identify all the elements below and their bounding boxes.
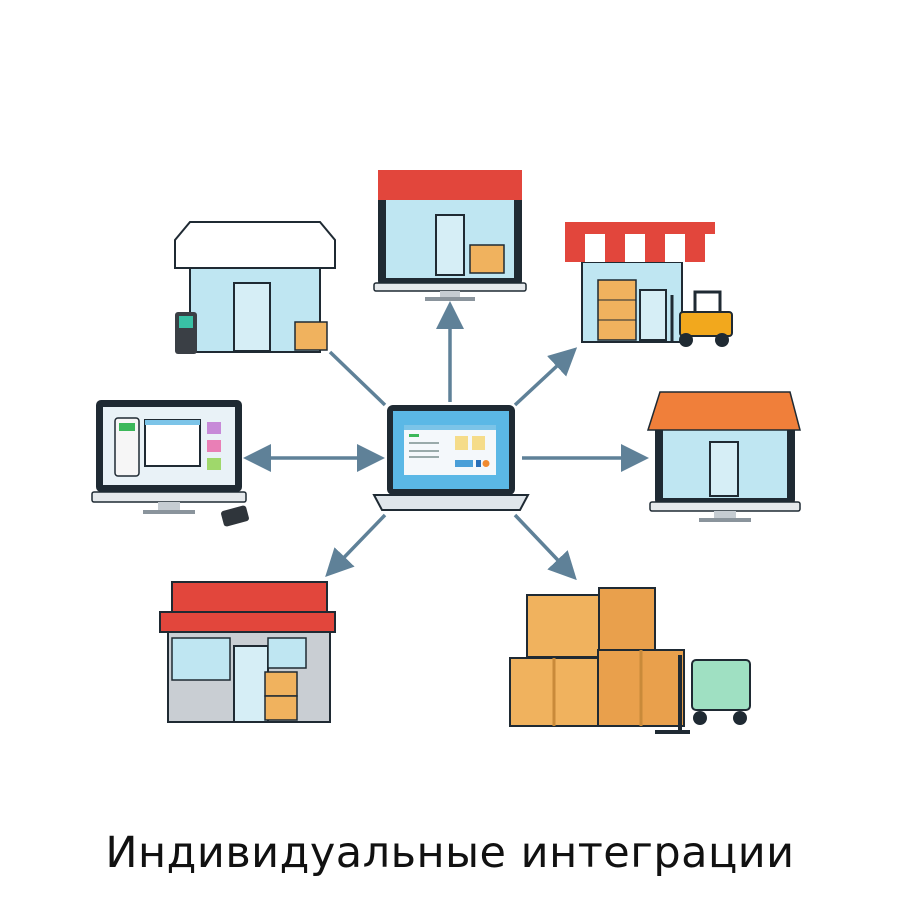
connection-arrows — [243, 301, 649, 581]
online-store-monitor — [373, 170, 527, 301]
pos-monitor — [91, 400, 249, 527]
orange-store-monitor — [646, 391, 801, 522]
laptop-icon — [372, 405, 530, 511]
diagram-caption: Индивидуальные интеграции — [105, 828, 795, 878]
market-stall-with-forklift — [565, 222, 733, 347]
box-icon — [294, 321, 328, 351]
storefront-with-terminal — [174, 221, 336, 354]
card-reader-icon — [221, 505, 249, 527]
arrow-top-right — [513, 347, 578, 407]
forklift-icon — [670, 290, 733, 347]
arrow-bottom-right — [513, 513, 577, 581]
forklift-icon — [655, 655, 751, 734]
arrow-top-left — [328, 350, 387, 407]
retail-shop — [159, 581, 336, 723]
arrow-bottom-left — [325, 513, 387, 578]
warehouse-boxes-forklift — [509, 587, 751, 734]
